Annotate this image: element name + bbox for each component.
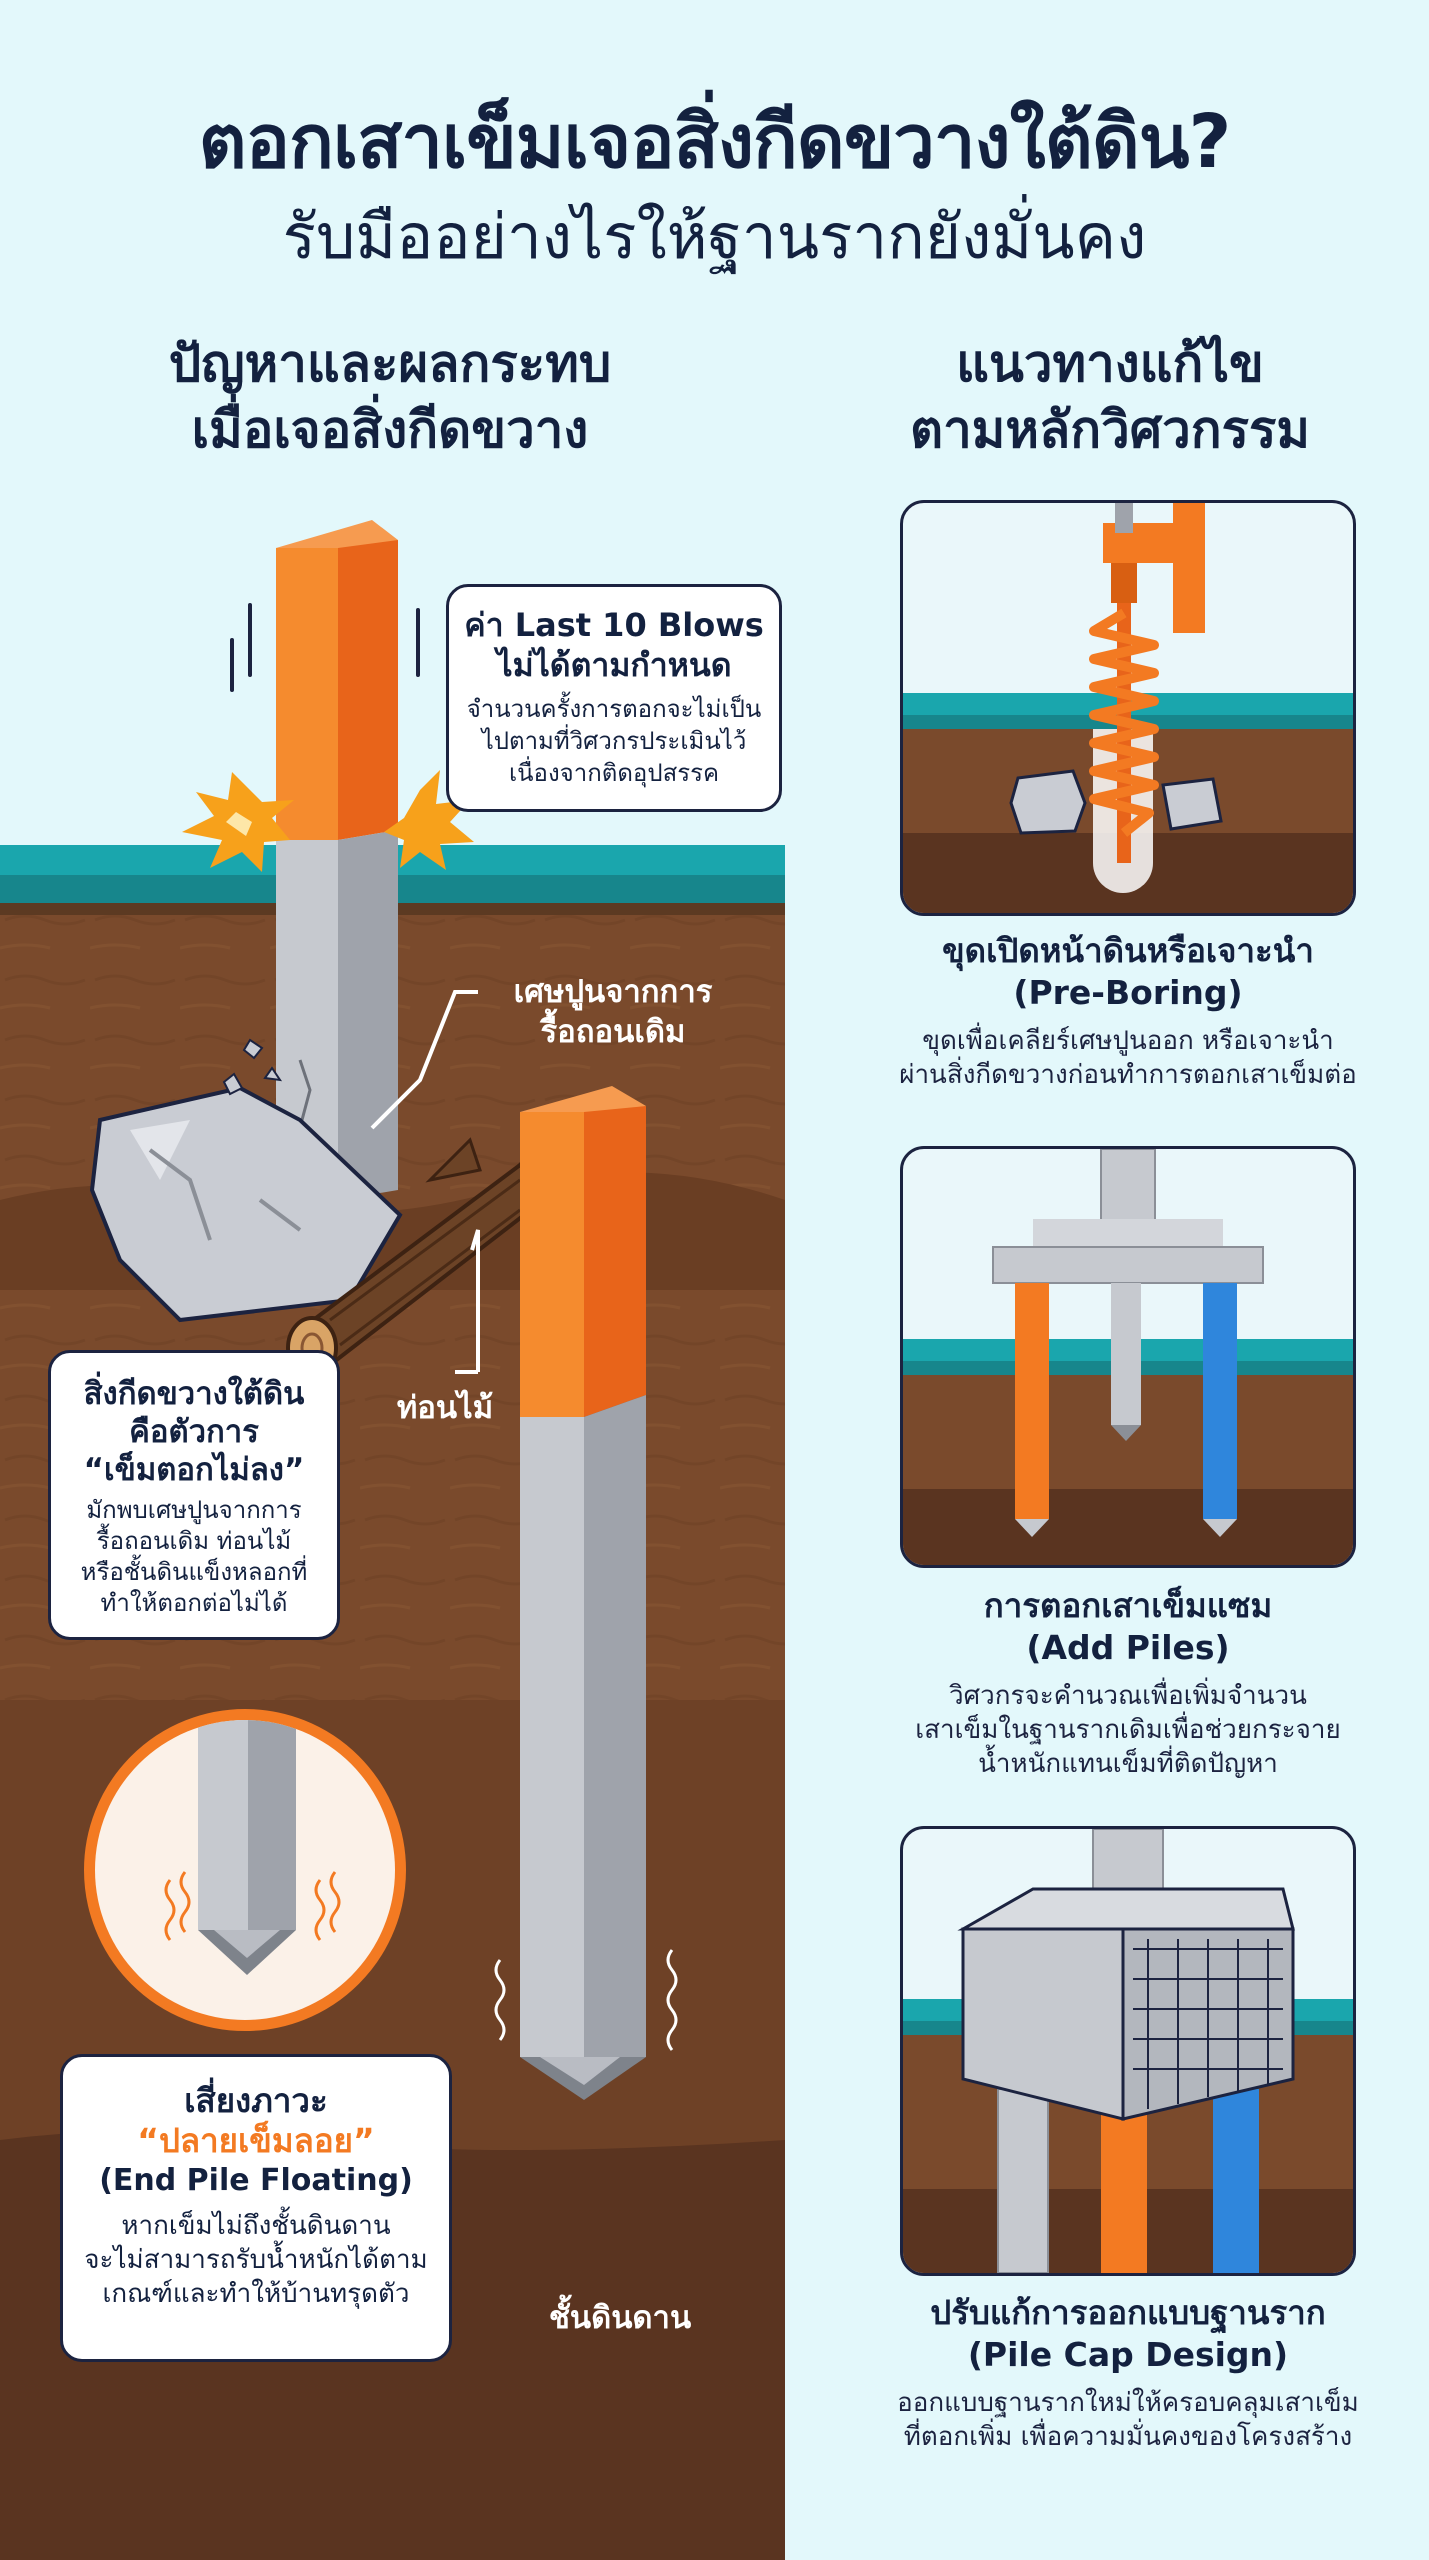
floating-tip-zoom (84, 1709, 406, 2031)
add-piles-illustration (900, 1146, 1356, 1568)
floating-risk-card: เสี่ยงภาวะ “ปลายเข็มลอย” (End Pile Float… (60, 2054, 452, 2362)
pile-cap-illustration (900, 1826, 1356, 2276)
vibration-left (494, 1959, 506, 2041)
obstacle-card: สิ่งกีดขวางใต้ดิน คือตัวการ “เข็มตอกไม่ล… (48, 1350, 340, 1640)
problems-heading: ปัญหาและผลกระทบ เมื่อเจอสิ่งกีดขวาง (168, 335, 612, 460)
debris-pointer (370, 990, 478, 1130)
concrete-debris (89, 1038, 403, 1323)
debris-label: เศษปูนจากการ รื้อถอนเดิม (513, 974, 713, 1050)
long-pile (520, 1086, 646, 2100)
main-title: ตอกเสาเข็มเจอสิ่งกีดขวางใต้ดิน? (198, 99, 1232, 185)
vibration-right (666, 1949, 678, 2051)
log-label: ท่อนไม้ (396, 1390, 494, 1426)
last-blows-card: ค่า Last 10 Blows ไม่ได้ตามกำหนด จำนวนคร… (446, 584, 782, 812)
solution-add-piles: การตอกเสาเข็มแซม (Add Piles) วิศวกรจะคำน… (915, 1586, 1341, 1779)
solution-pile-cap: ปรับแก้การออกแบบฐานราก (Pile Cap Design)… (897, 2293, 1359, 2452)
solutions-heading: แนวทางแก้ไข ตามหลักวิศวกรรม (909, 335, 1311, 460)
solution-preboring: ขุดเปิดหน้าดินหรือเจาะนำ (Pre-Boring) ขุ… (899, 931, 1357, 1090)
preboring-illustration (900, 500, 1356, 916)
log-pointer (470, 1229, 480, 1372)
sub-title: รับมืออย่างไรให้ฐานรากยังมั่นคง (282, 200, 1147, 273)
hard-layer-label: ชั้นดินดาน (548, 2300, 692, 2336)
stuck-pile (276, 520, 398, 1200)
impact-burst-right (384, 770, 474, 870)
